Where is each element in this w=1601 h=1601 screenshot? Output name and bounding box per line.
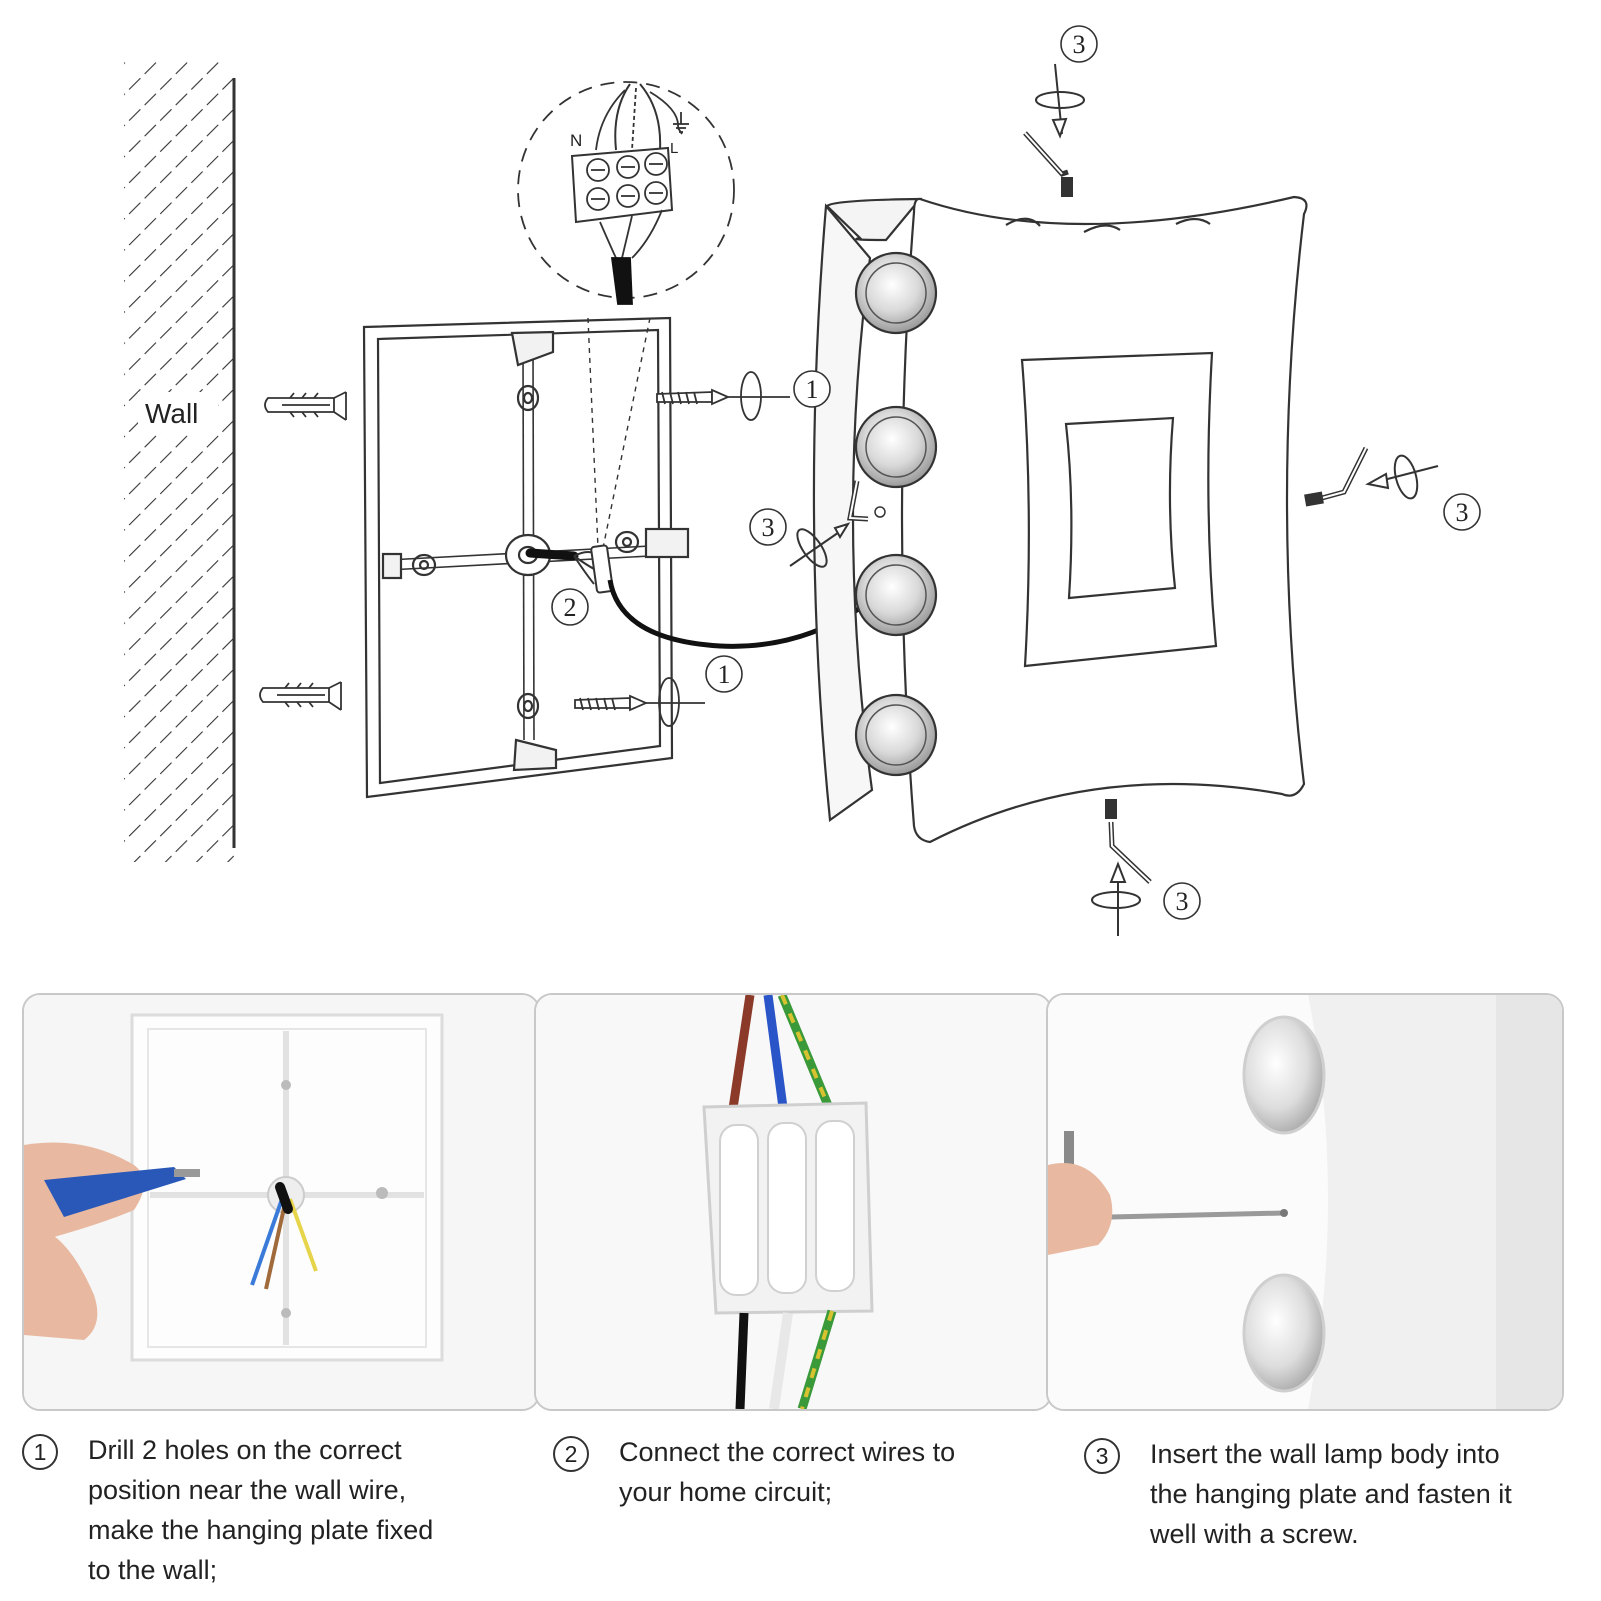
callout-screw-bottom: 1	[705, 655, 743, 693]
svg-text:3: 3	[762, 513, 775, 542]
hex-key-top	[1023, 63, 1085, 197]
svg-text:1: 1	[718, 660, 731, 689]
lamp-lens-2	[854, 405, 938, 489]
lamp-lens-4	[854, 693, 938, 777]
svg-text:3: 3	[1456, 498, 1469, 527]
callout-set-screw-top: 3	[1060, 25, 1098, 63]
step-2-text: Connect the correct wires to your home c…	[619, 1437, 956, 1507]
callout-set-screw-right: 3	[1443, 493, 1481, 531]
live-label: L	[670, 140, 678, 157]
svg-text:2: 2	[564, 593, 577, 622]
step-3-number: 3	[1084, 1438, 1120, 1474]
callout-set-screw-left: 3	[749, 508, 787, 546]
svg-text:3: 3	[1176, 887, 1189, 916]
callout-set-screw-bottom: 3	[1163, 882, 1201, 920]
step-1-number: 1	[22, 1434, 58, 1470]
step-3-text: Insert the wall lamp body into the hangi…	[1150, 1439, 1512, 1549]
lamp-lens-3	[854, 553, 938, 637]
callout-connector: 2	[551, 588, 589, 626]
wall-lamp-body	[812, 195, 1308, 844]
installation-diagram: Wall	[124, 25, 1481, 936]
svg-text:1: 1	[806, 375, 819, 404]
photo-insert-lamp	[1046, 993, 1564, 1411]
wall-anchor-top	[264, 391, 347, 421]
wall-anchor-bottom	[259, 681, 342, 711]
svg-text:3: 3	[1073, 30, 1086, 59]
step-2-number: 2	[553, 1436, 589, 1472]
terminal-block-detail: N L	[517, 81, 735, 305]
hex-key-right	[1304, 446, 1439, 507]
hex-key-bottom	[1091, 799, 1152, 936]
wall: Wall	[124, 62, 236, 862]
lamp-lens-1	[854, 251, 938, 335]
callout-screw-top: 1	[793, 370, 831, 408]
hanging-plate	[362, 316, 690, 799]
photo-wire-connector	[534, 993, 1052, 1411]
photo-drill-plate	[22, 993, 540, 1411]
step-1-text: Drill 2 holes on the correct position ne…	[88, 1435, 434, 1585]
neutral-label: N	[570, 131, 582, 150]
screw-top	[656, 371, 790, 421]
screw-bottom	[574, 677, 705, 727]
hex-key-left	[789, 480, 869, 568]
wall-label: Wall	[145, 398, 198, 429]
